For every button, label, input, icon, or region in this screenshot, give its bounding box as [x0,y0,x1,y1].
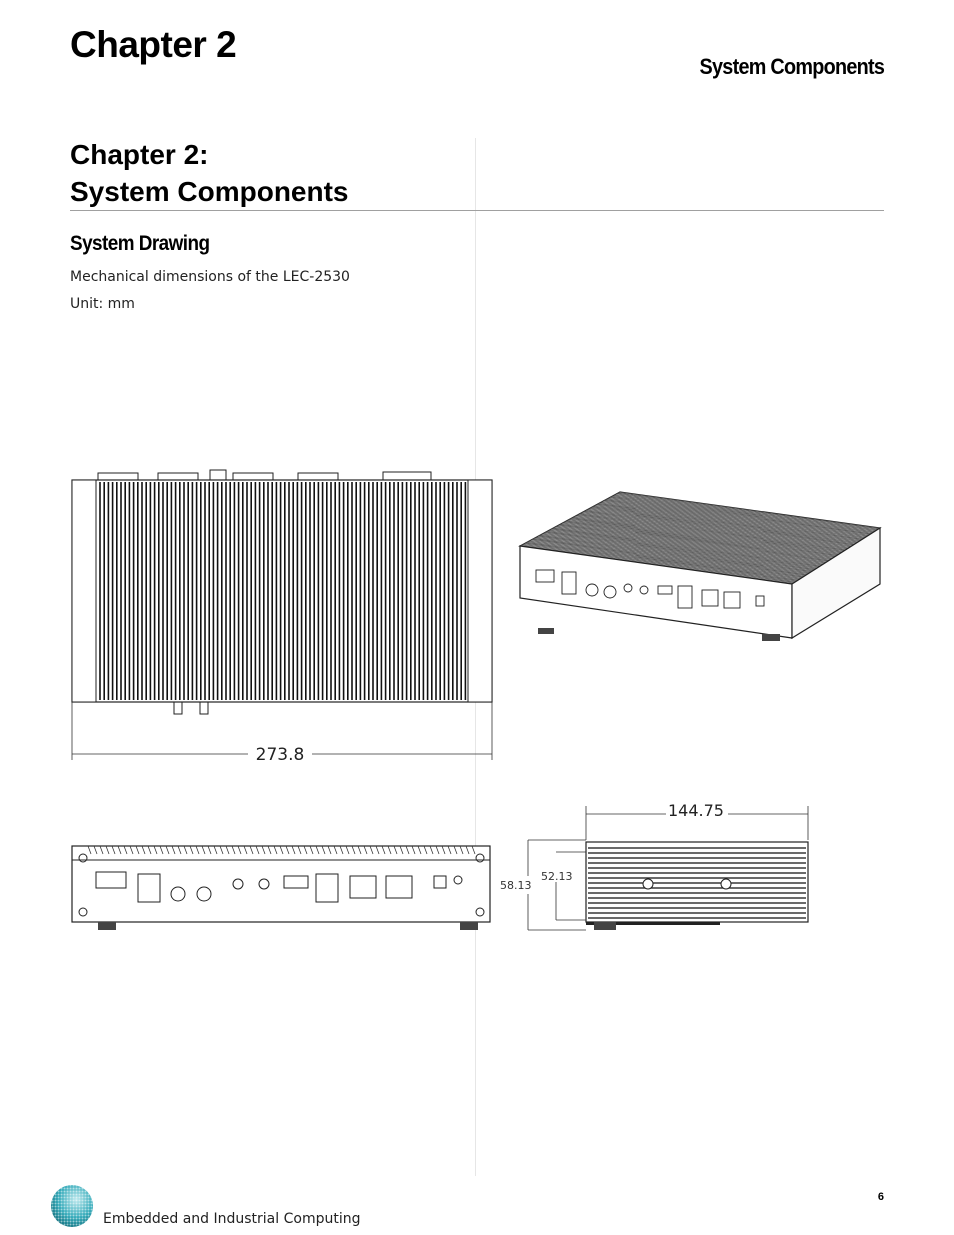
page-title-line1: Chapter 2: [70,139,209,170]
side-view-height-outer-label: 58.13 [500,879,532,892]
section-heading: System Drawing [70,232,210,255]
isometric-view-drawing [518,491,882,641]
side-view-depth-label: 144.75 [668,801,724,820]
page-title: Chapter 2: System Components [70,136,349,210]
title-divider [70,210,884,211]
chapter-label: Chapter 2 [70,24,237,65]
header-section-title: System Components [699,54,884,79]
front-view-drawing [71,845,491,930]
top-view-width-label: 273.8 [256,745,305,764]
top-view-drawing: 273.8 [71,469,493,764]
side-view-drawing: 144.75 58.13 52.13 [500,801,809,931]
unit-text: Unit: mm [70,296,135,312]
page-title-line2: System Components [70,176,349,207]
side-view-height-inner-label: 52.13 [541,870,573,883]
description-text: Mechanical dimensions of the LEC-2530 [70,269,350,285]
page-number: 6 [877,1191,884,1203]
company-logo-icon [51,1185,93,1227]
footer-tagline: Embedded and Industrial Computing [103,1211,361,1227]
